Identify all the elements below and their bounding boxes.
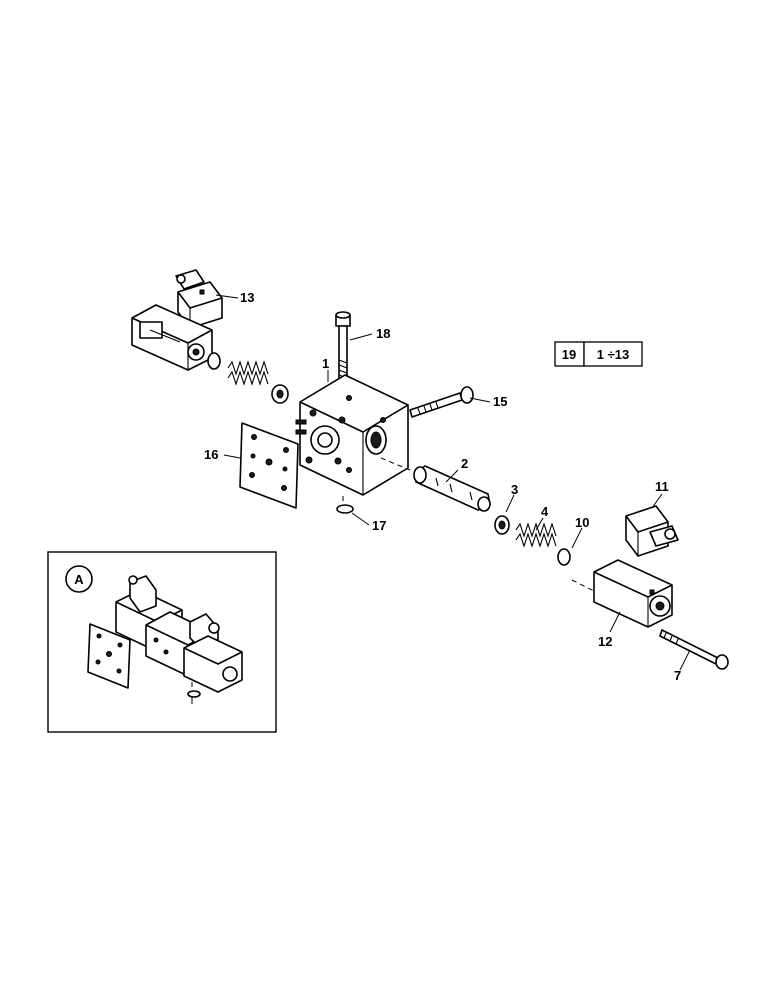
part-12-solenoid-coil: [571, 559, 673, 628]
callout-18: 18: [376, 326, 390, 341]
callout-11: 11: [655, 479, 669, 494]
callout-4: 4: [541, 504, 549, 519]
callout-1: 1: [322, 356, 329, 371]
callout-16: 16: [204, 447, 218, 462]
part-11-connector: [625, 505, 679, 557]
callout-2: 2: [461, 456, 468, 471]
part-10-o-ring: [557, 548, 571, 566]
part-16-gasket: [239, 422, 299, 509]
callout-17: 17: [372, 518, 386, 533]
part-1-valve-body: [295, 374, 409, 496]
part-2-spool: [380, 457, 491, 512]
callout-15: 15: [493, 394, 507, 409]
part-13-connector: [175, 269, 223, 329]
left-solenoid-coil: [131, 304, 213, 371]
inset-a: A: [47, 551, 277, 733]
reference-table-group: 19: [562, 347, 576, 362]
leader-lines: [215, 294, 691, 671]
callout-13: 13: [240, 290, 254, 305]
callout-7: 7: [674, 668, 681, 683]
reference-table-range: 1 ÷13: [597, 347, 629, 362]
part-17-o-ring: [336, 496, 354, 514]
part-15-screw: [409, 386, 474, 418]
part-4-spring: [515, 522, 557, 548]
inset-label: A: [74, 572, 84, 587]
callout-12: 12: [598, 634, 612, 649]
left-o-ring: [207, 352, 221, 370]
part-7-bolt: [659, 629, 729, 670]
reference-table: 19 1 ÷13: [554, 341, 643, 367]
callout-3: 3: [511, 482, 518, 497]
left-spring: [227, 360, 269, 386]
left-spring-seat: [271, 384, 289, 404]
part-3-seat: [494, 515, 510, 535]
callout-labels: 13 18 1 15 2 3 4 10 11 12 7 16 17: [204, 290, 681, 683]
callout-10: 10: [575, 515, 589, 530]
